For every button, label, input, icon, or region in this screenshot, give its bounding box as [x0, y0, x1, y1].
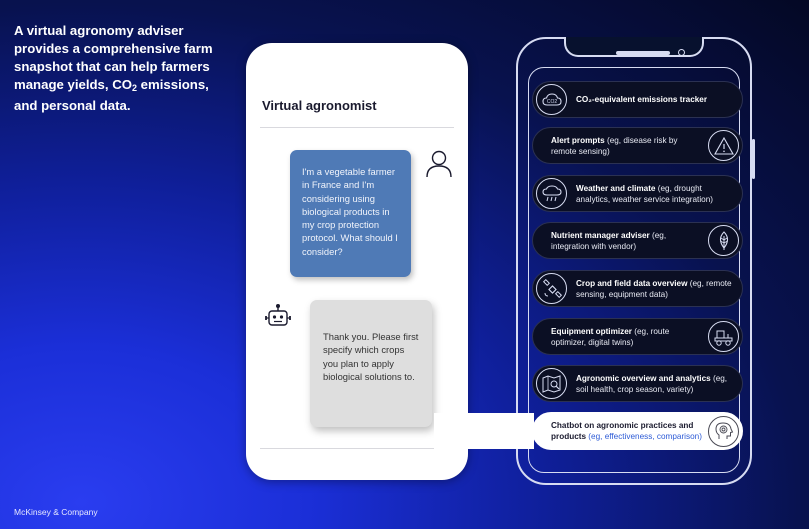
phone-speaker [616, 51, 670, 55]
feature-label: Agronomic overview and analytics (eg, so… [576, 373, 728, 394]
chat-title: Virtual agronomist [262, 98, 377, 113]
phone-camera [678, 49, 685, 56]
co2-cloud-icon: CO2 [536, 84, 567, 115]
feature-emissions-tracker[interactable]: CO2 CO₂-equivalent emissions tracker [532, 81, 743, 118]
feature-weather-climate[interactable]: Weather and climate (eg, drought analyti… [532, 175, 743, 212]
brain-head-icon [708, 415, 739, 447]
phone-side-button [752, 139, 755, 179]
feature-nutrient-manager[interactable]: Nutrient manager adviser (eg, integratio… [532, 222, 743, 259]
user-message-bubble: I'm a vegetable farmer in France and I'm… [290, 150, 411, 277]
map-search-icon [536, 368, 567, 399]
bot-message-bubble: Thank you. Please first specify which cr… [310, 300, 432, 427]
feature-agronomic-analytics[interactable]: Agronomic overview and analytics (eg, so… [532, 365, 743, 402]
feature-label: Weather and climate (eg, drought analyti… [576, 183, 713, 204]
footer-brand: McKinsey & Company [14, 507, 98, 517]
feature-chatbot[interactable]: Chatbot on agronomic practices and produ… [532, 412, 743, 450]
divider [260, 127, 454, 128]
feature-equipment-optimizer[interactable]: Equipment optimizer (eg, route optimizer… [532, 318, 743, 355]
warning-triangle-icon [708, 130, 739, 161]
phone-screen [528, 67, 740, 473]
feature-alert-prompts[interactable]: Alert prompts (eg, disease risk by remot… [532, 127, 743, 164]
features-phone [516, 37, 755, 485]
rain-cloud-icon [536, 178, 567, 209]
feature-label: Nutrient manager adviser (eg, integratio… [551, 230, 667, 251]
tractor-icon [708, 321, 739, 352]
divider [260, 448, 454, 449]
feature-label: Chatbot on agronomic practices and produ… [551, 421, 702, 441]
highlight-connector [434, 413, 534, 449]
satellite-icon [536, 273, 567, 304]
svg-text:CO2: CO2 [546, 99, 557, 105]
chat-phone: Virtual agronomist I'm a vegetable farme… [246, 43, 468, 480]
feature-label: Equipment optimizer (eg, route optimizer… [551, 326, 670, 347]
feature-label: Alert prompts (eg, disease risk by remot… [551, 135, 678, 156]
headline: A virtual agronomy adviser provides a co… [14, 23, 213, 113]
feature-label: CO₂-equivalent emissions tracker [576, 95, 708, 104]
leaf-icon [708, 225, 739, 256]
feature-crop-field-data[interactable]: Crop and field data overview (eg, remote… [532, 270, 743, 307]
user-icon [426, 150, 452, 178]
feature-label: Crop and field data overview (eg, remote… [576, 278, 732, 299]
robot-icon [264, 303, 292, 331]
